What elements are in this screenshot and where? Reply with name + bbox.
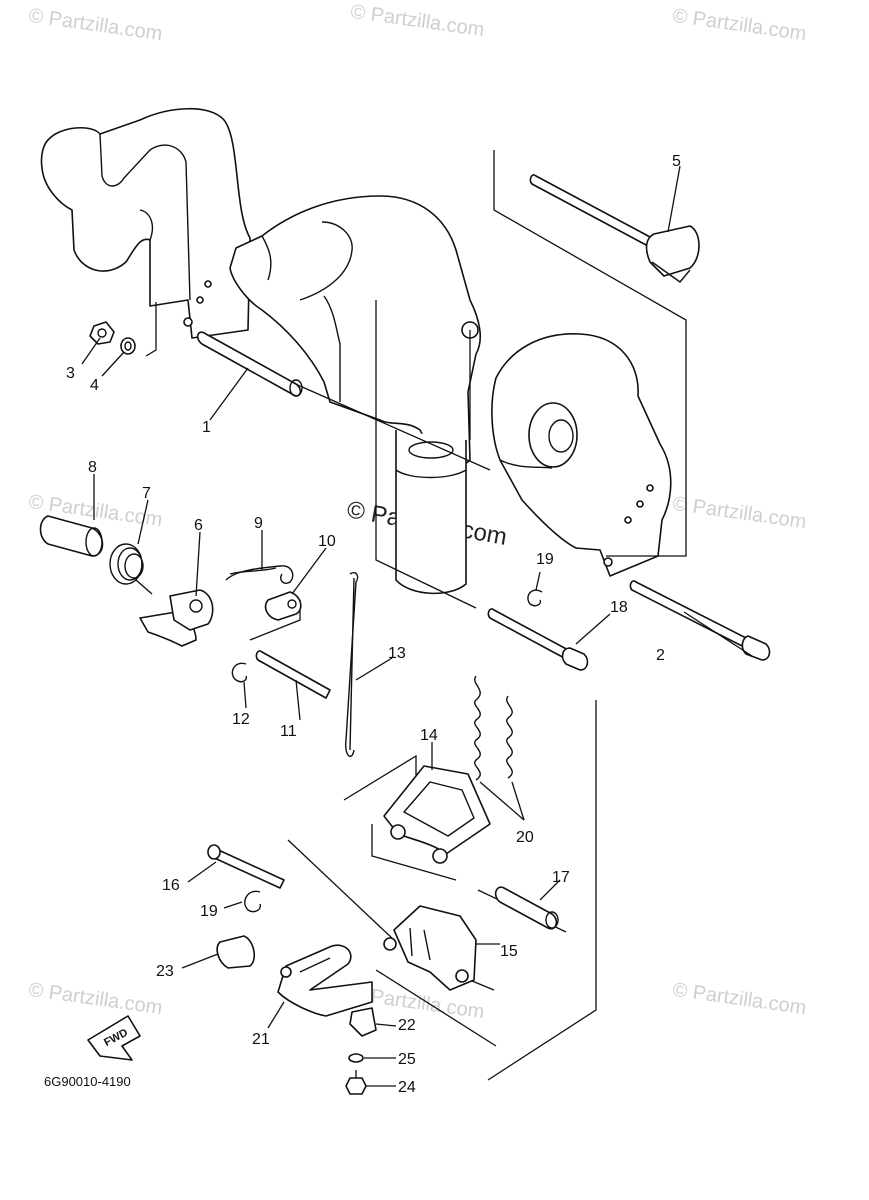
part-4-washer xyxy=(120,337,136,355)
callout-23: 23 xyxy=(156,963,174,980)
callout-22: 22 xyxy=(398,1017,416,1034)
part-12-clip xyxy=(231,662,248,683)
callout-2: 2 xyxy=(656,647,665,664)
part-1-tilt-pin xyxy=(196,331,303,397)
part-24-screw xyxy=(345,1070,367,1095)
part-6-lever xyxy=(139,589,214,647)
clamp-bracket xyxy=(40,107,251,339)
callout-17: 17 xyxy=(552,869,570,886)
callout-19a: 19 xyxy=(536,551,554,568)
leader-lines xyxy=(81,165,753,1087)
part-14-frame xyxy=(383,765,491,864)
part-22-clip xyxy=(349,1007,377,1037)
part-15-bracket xyxy=(383,905,477,991)
part-17-roller xyxy=(494,886,559,930)
part-2-bolt xyxy=(629,580,771,661)
callout-8: 8 xyxy=(88,459,97,476)
callout-13: 13 xyxy=(388,645,406,662)
callout-10: 10 xyxy=(318,533,336,550)
part-11-pin xyxy=(255,650,331,699)
callout-16: 16 xyxy=(162,877,180,894)
callout-4: 4 xyxy=(90,377,99,394)
fwd-arrow: FWD xyxy=(87,1015,141,1061)
callout-6: 6 xyxy=(194,517,203,534)
callout-7: 7 xyxy=(142,485,151,502)
callout-numbers: 1 2 3 4 5 6 7 8 9 10 11 12 13 14 15 16 1… xyxy=(66,153,681,1096)
part-25-washer xyxy=(348,1053,364,1063)
callout-1: 1 xyxy=(202,419,211,436)
part-19-clip xyxy=(244,890,261,913)
callout-11: 11 xyxy=(280,723,297,740)
clamp-bracket-right xyxy=(491,333,672,577)
part-8-collar xyxy=(39,515,104,557)
callout-9: 9 xyxy=(254,515,263,532)
part-3-nut xyxy=(89,321,115,345)
part-16-pin xyxy=(207,844,285,889)
callout-25: 25 xyxy=(398,1051,416,1068)
callout-20: 20 xyxy=(516,829,534,846)
callout-21: 21 xyxy=(252,1031,270,1048)
part-18-bolt xyxy=(487,608,589,671)
part-19-clip xyxy=(527,589,543,607)
callout-15: 15 xyxy=(500,943,518,960)
part-13-rod xyxy=(344,572,359,758)
part-7-spring xyxy=(109,543,153,595)
callout-14: 14 xyxy=(420,727,438,744)
part-23-grip xyxy=(216,935,256,969)
callout-3: 3 xyxy=(66,365,75,382)
callout-19b: 19 xyxy=(200,903,218,920)
callout-5: 5 xyxy=(672,153,681,170)
part-21-handle xyxy=(277,944,373,1017)
part-10-arm xyxy=(264,591,302,621)
part-20-springs xyxy=(474,675,513,781)
part-9-spring xyxy=(225,565,294,584)
part-5-bolt xyxy=(529,174,700,283)
swivel-bracket xyxy=(229,195,482,595)
callout-24: 24 xyxy=(398,1079,416,1096)
callout-12: 12 xyxy=(232,711,250,728)
callout-18: 18 xyxy=(610,599,628,616)
diagram-code: 6G90010-4190 xyxy=(44,1074,131,1089)
